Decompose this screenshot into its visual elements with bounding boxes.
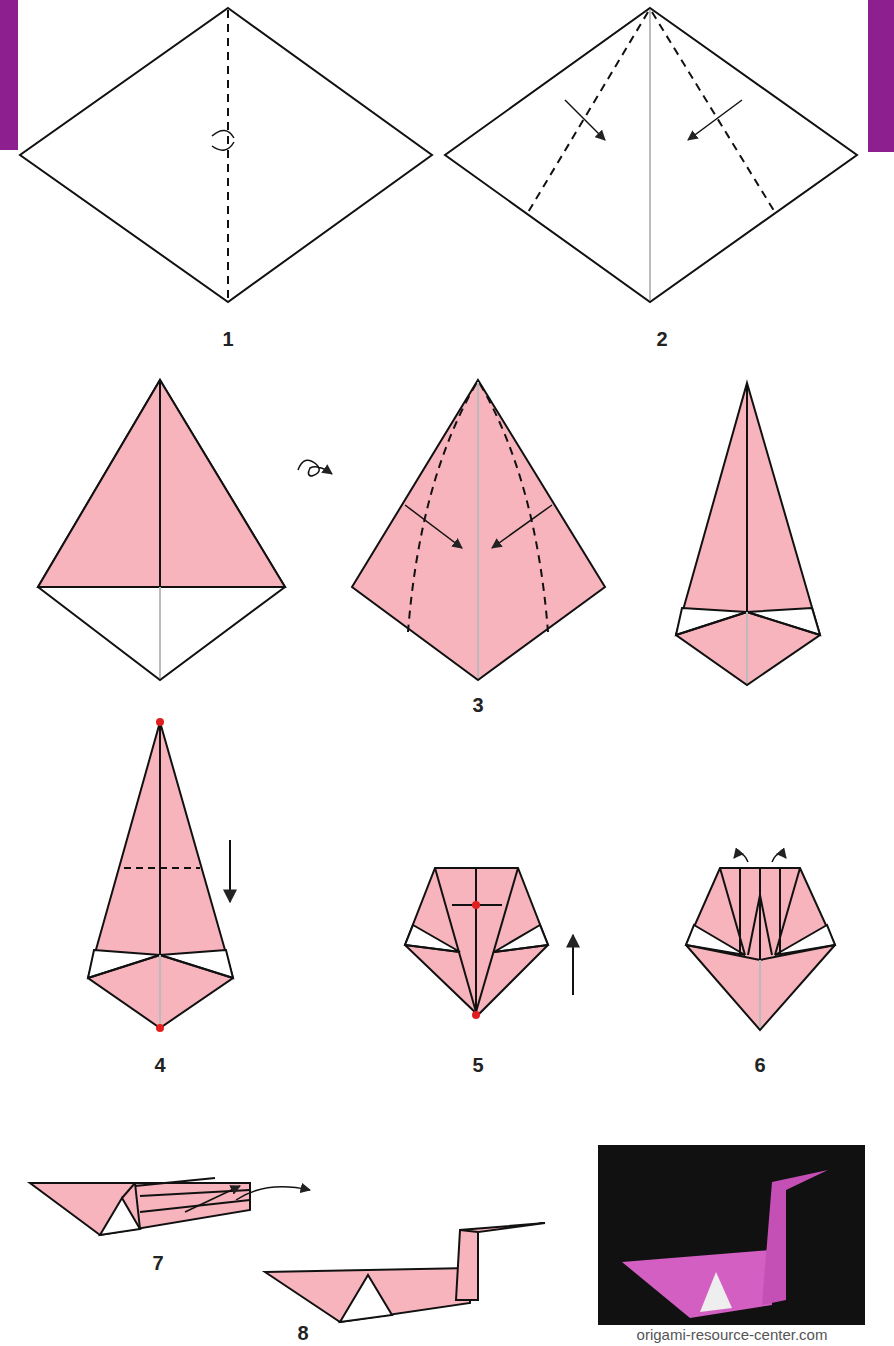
corner-bar — [868, 0, 894, 152]
step-7-figure — [30, 1178, 310, 1235]
step-3-figure — [38, 380, 332, 680]
step-number: 5 — [472, 1054, 483, 1077]
finished-photo — [598, 1145, 865, 1325]
step-8-figure — [265, 1223, 545, 1322]
step-2-figure — [445, 8, 857, 302]
step-number: 6 — [754, 1054, 765, 1077]
corner-bar — [0, 0, 18, 150]
step-3-figure — [676, 383, 820, 685]
step-number: 7 — [152, 1252, 163, 1275]
step-number: 2 — [656, 328, 667, 351]
step-number: 8 — [297, 1322, 308, 1345]
step-number: 1 — [222, 328, 233, 351]
step-4-figure — [88, 718, 233, 1032]
step-3-figure — [352, 380, 605, 680]
step-6-figure — [686, 854, 835, 1030]
watermark: origami-resource-center.com — [637, 1326, 828, 1343]
step-number: 3 — [472, 694, 483, 717]
step-1-figure — [20, 8, 432, 302]
step-5-figure — [405, 868, 573, 1019]
step-number: 4 — [154, 1054, 165, 1077]
